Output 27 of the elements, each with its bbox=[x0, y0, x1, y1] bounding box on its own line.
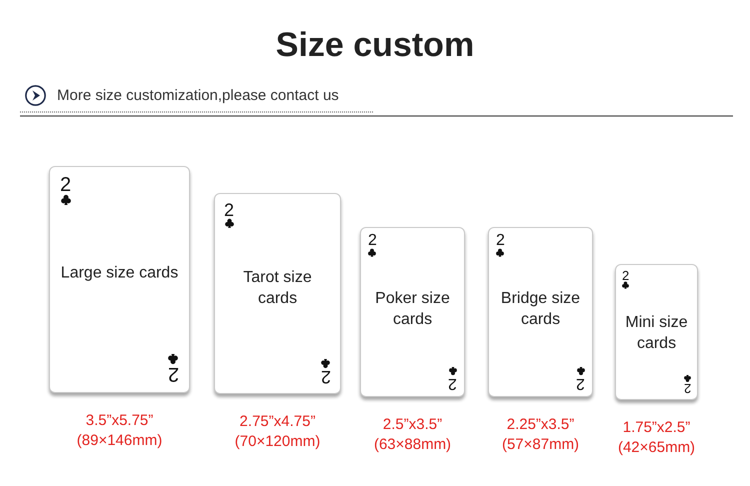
card-index: 2 bbox=[60, 175, 72, 195]
card-index: 2 bbox=[320, 368, 331, 386]
card-index: 2 bbox=[224, 201, 234, 219]
card-index: 2 bbox=[496, 233, 505, 249]
card-index: 2 bbox=[622, 269, 630, 282]
inch-size-text: 2.25”x3.5” bbox=[506, 415, 574, 435]
mm-size-text: (70×120mm) bbox=[234, 432, 320, 452]
card-label: Mini size cards bbox=[624, 313, 689, 354]
card-index: 2 bbox=[576, 375, 585, 391]
inch-size-text: 3.5”x5.75” bbox=[86, 411, 154, 431]
card-label: Bridge size cards bbox=[500, 289, 582, 330]
card-label: Large size cards bbox=[60, 264, 180, 284]
card-index: 2 bbox=[684, 382, 691, 395]
inch-size-text: 2.75”x4.75” bbox=[240, 412, 316, 432]
inch-size-text: 1.75”x2.5” bbox=[622, 418, 690, 438]
card-index: 2 bbox=[168, 364, 179, 384]
card-label: Tarot size cards bbox=[242, 268, 313, 309]
card-label: Poker size cards bbox=[374, 289, 451, 330]
mm-size-text: (63×88mm) bbox=[374, 435, 452, 455]
mm-size-text: (57×87mm) bbox=[502, 435, 580, 455]
mm-size-text: (89×146mm) bbox=[76, 431, 162, 451]
inch-size-text: 2.5”x3.5” bbox=[382, 415, 442, 435]
card-index: 2 bbox=[368, 233, 377, 249]
mm-size-text: (42×65mm) bbox=[618, 438, 696, 458]
card-index: 2 bbox=[448, 375, 457, 391]
page-title: Size custom bbox=[274, 25, 476, 66]
contact-note: More size customization,please contact us bbox=[57, 86, 339, 106]
